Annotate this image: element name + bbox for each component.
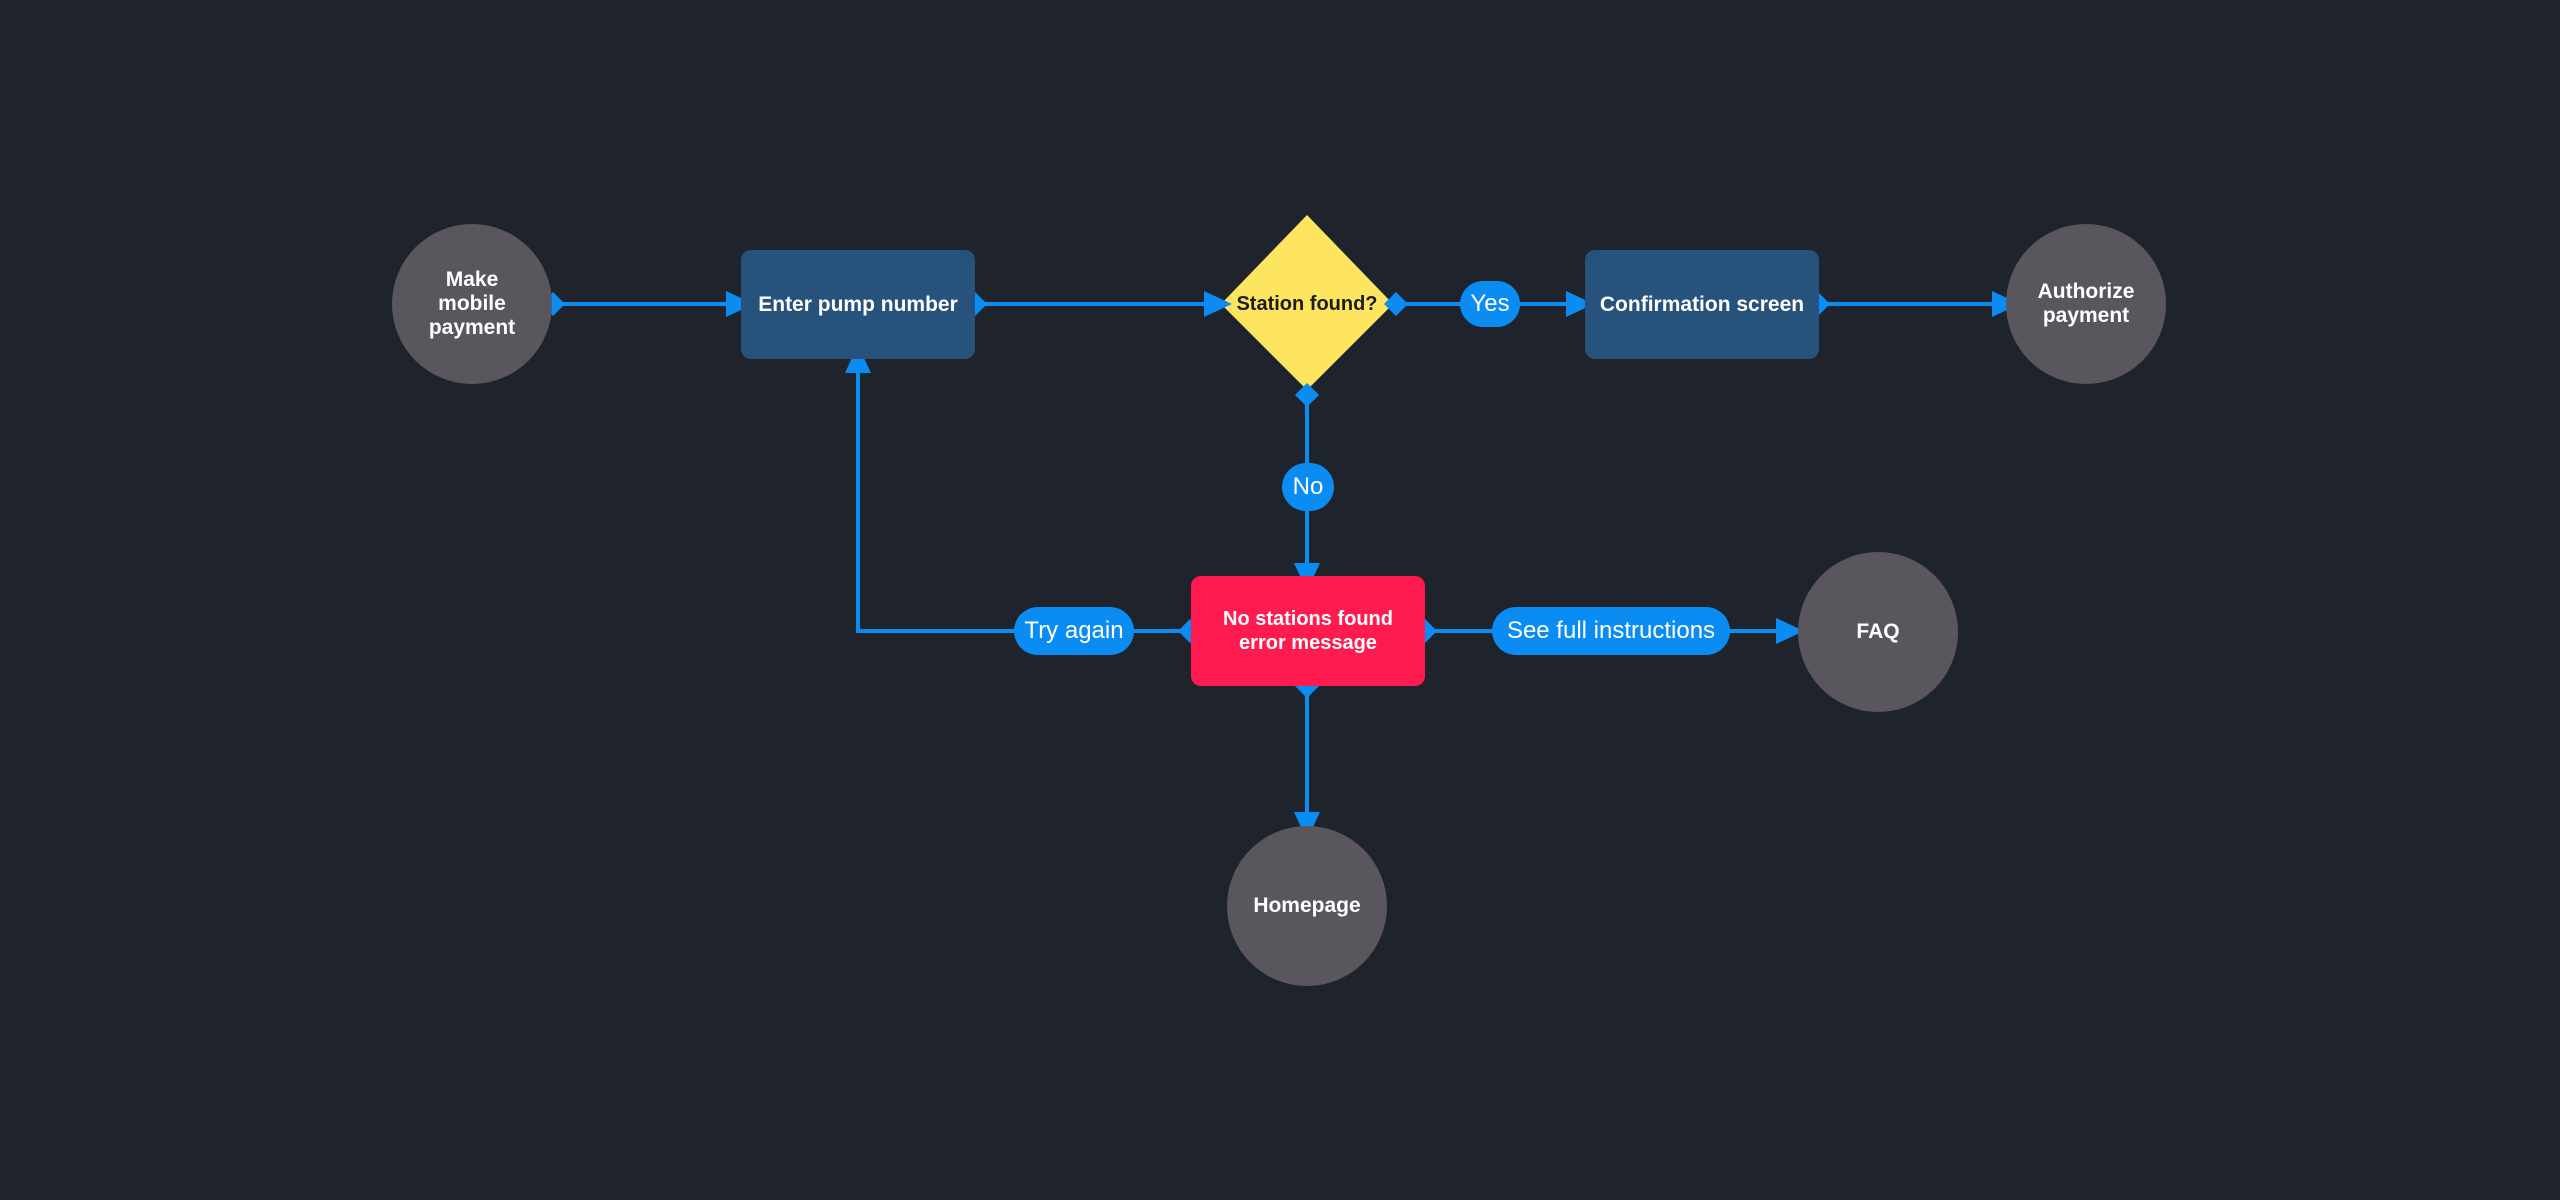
arrowhead-icon — [1204, 291, 1232, 317]
arrowhead-icon — [1776, 618, 1804, 644]
end-node-authorize-payment[interactable]: Authorize payment — [2006, 224, 2166, 384]
connectors — [553, 302, 1998, 820]
port-diamond — [1384, 292, 1408, 316]
node-label: FAQ — [1856, 620, 1900, 643]
node-label: No stations found error message — [1223, 608, 1393, 654]
decision-node-station-found[interactable]: Station found? — [1221, 284, 1393, 324]
node-label: Authorize payment — [2037, 280, 2135, 327]
node-label: Confirmation screen — [1599, 292, 1805, 316]
arrowhead-icon — [726, 291, 754, 317]
node-label: Station found? — [1236, 292, 1378, 315]
end-node-homepage[interactable]: Homepage — [1227, 826, 1387, 986]
port-diamond — [1295, 383, 1319, 407]
edge-label-yes: Yes — [1460, 281, 1520, 327]
end-node-faq[interactable]: FAQ — [1798, 552, 1958, 712]
edge-label-no: No — [1282, 463, 1334, 511]
node-label: Make mobile payment — [428, 268, 516, 339]
process-node-confirmation-screen[interactable]: Confirmation screen — [1585, 250, 1819, 359]
start-node-make-mobile-payment[interactable]: Make mobile payment — [392, 224, 552, 384]
node-label: Enter pump number — [758, 292, 958, 316]
decision-diamond — [1221, 215, 1393, 390]
edge-error-to-pump — [856, 364, 1190, 633]
error-node-no-stations-found[interactable]: No stations found error message — [1191, 576, 1425, 686]
edge-label-see-full-instructions: See full instructions — [1492, 607, 1730, 655]
arrowhead-icon — [845, 345, 871, 373]
edge-label-try-again: Try again — [1014, 607, 1134, 655]
process-node-enter-pump-number[interactable]: Enter pump number — [741, 250, 975, 359]
arrowheads — [726, 291, 2020, 840]
arrowhead-icon — [1566, 291, 1594, 317]
node-label: Homepage — [1253, 894, 1361, 917]
